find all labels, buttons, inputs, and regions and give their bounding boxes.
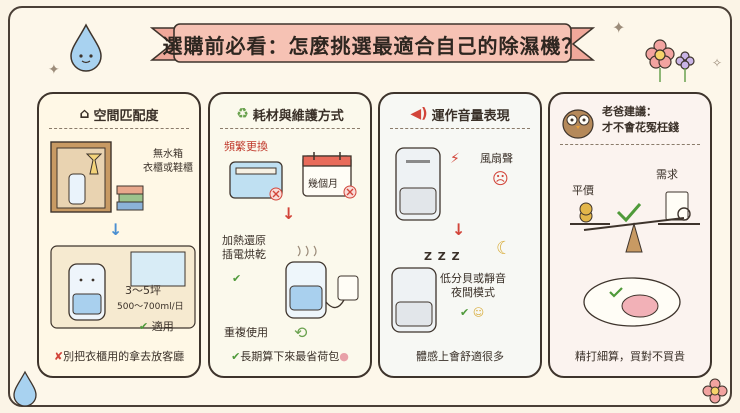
container-icon	[229, 161, 283, 201]
divider	[220, 128, 360, 129]
room-scene	[50, 245, 196, 329]
price-label: 平價	[572, 184, 594, 197]
size-label: 3～5坪	[125, 284, 161, 297]
down-arrow: ↓	[282, 204, 296, 223]
card-footer: 精打細算，買對不買貴	[575, 350, 685, 363]
speaker-icon: ◀)	[410, 106, 428, 122]
down-arrow: ↓	[452, 220, 466, 239]
cross-icon: ✘	[53, 350, 64, 363]
card-maintenance: ♻ 耗材與維護方式 頻繁更換 幾個月 ↓ 加熱還原 插電烘乾 ✔ 重複使用 ⟲ …	[208, 92, 372, 378]
card-advice: 老爸建議： 才不會花冤枉錢 平價 需求 精打細算，買對不買貴	[548, 92, 712, 378]
house-icon: ⌂	[79, 106, 90, 122]
smile-icon: ☺	[472, 306, 485, 319]
check-icon: ✔	[139, 320, 149, 333]
noise-icon: ⚡	[450, 151, 460, 167]
months-label: 幾個月	[308, 179, 338, 190]
card-heading: ♻ 耗材與維護方式	[236, 106, 344, 124]
upset-face-icon: ☹	[492, 169, 509, 188]
page-title: 選購前必看：怎麼挑選最適合自己的除濕機？	[162, 33, 583, 58]
heat-label: 加熱還原 插電烘乾	[222, 234, 266, 261]
storage-label: 無水箱 衣櫃或鞋櫃	[143, 149, 193, 174]
check-icon: ✔	[231, 350, 241, 363]
moon-icon: ☾	[496, 238, 513, 259]
water-drop-icon	[70, 23, 102, 72]
check-icon: ✔	[232, 272, 242, 285]
frequent-label: 頻繁更換	[224, 140, 268, 153]
dehumidifier-icon	[395, 147, 441, 221]
reuse-label: 重複使用	[224, 326, 268, 339]
down-arrow: ↓	[109, 220, 123, 239]
water-drop-icon	[13, 370, 37, 406]
card-footer: ✘別把衣櫃用的拿去放客廳	[53, 350, 185, 363]
owl-icon	[562, 109, 594, 139]
fan-label: 風扇聲	[480, 152, 513, 165]
sleep-sound: Z Z Z	[424, 250, 461, 263]
piggy-bank-icon: ●	[339, 350, 349, 363]
balance-scale-icon	[570, 191, 700, 253]
cycle-arrow-icon: ⟲	[294, 323, 308, 342]
card-heading: ◀) 運作音量表現	[410, 106, 510, 124]
flower-icon	[702, 378, 728, 404]
recycle-icon: ♻	[236, 106, 249, 122]
card-footer: ✔長期算下來最省荷包●	[231, 350, 349, 363]
sparkle-icon: ✧	[712, 56, 723, 70]
flower-icon	[645, 39, 695, 82]
card-footer: 體感上會舒適很多	[416, 350, 504, 363]
need-label: 需求	[656, 168, 678, 181]
card-space-fit: ⌂ 空間匹配度 無水箱 衣櫃或鞋櫃 ↓ 3～5坪 500～700ml/日 ✔ 適…	[37, 92, 201, 378]
capacity-label: 500～700ml/日	[117, 302, 184, 312]
check-icon: ✔ ☺	[460, 306, 485, 319]
title-banner: 選購前必看：怎麼挑選最適合自己的除濕機？	[150, 22, 595, 66]
card-heading: 老爸建議： 才不會花冤枉錢	[602, 105, 679, 134]
sparkle-icon: ✦	[612, 18, 626, 37]
card-noise: ◀) 運作音量表現 ⚡ 風扇聲 ☹ ↓ Z Z Z ☾ 低分貝或靜音 夜間模式 …	[378, 92, 542, 378]
fit-label: ✔ 適用	[139, 320, 174, 333]
divider	[49, 128, 189, 129]
dehumidifier-icon	[285, 245, 359, 319]
thought-bubble	[583, 277, 681, 327]
dehumidifier-icon	[391, 267, 437, 333]
divider	[560, 144, 700, 145]
sparkle-icon: ✦	[48, 62, 60, 78]
quiet-label: 低分貝或靜音 夜間模式	[440, 272, 506, 299]
calendar-icon	[302, 152, 357, 199]
wardrobe-icon	[50, 141, 144, 213]
card-heading: ⌂ 空間匹配度	[79, 106, 159, 124]
divider	[390, 128, 530, 129]
